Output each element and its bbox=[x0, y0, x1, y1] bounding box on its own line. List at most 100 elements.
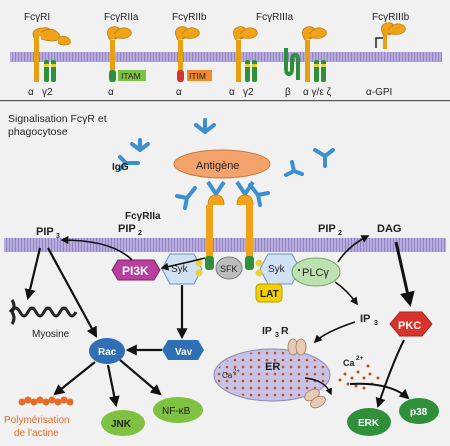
arrow-ip3-ip3r bbox=[313, 321, 356, 344]
ca-left-label: Ca bbox=[222, 371, 233, 380]
fcgr3a-alpha-gez: α γ/ε ζ bbox=[303, 87, 332, 98]
ip3-sub: 3 bbox=[374, 320, 378, 327]
receptor-fcgr3b bbox=[375, 22, 406, 49]
ip3r-suffix: R bbox=[281, 325, 289, 337]
pip2-left-label: PIP bbox=[118, 223, 136, 235]
receptor-title-fcgr1: FcγRI bbox=[24, 12, 50, 23]
receptor-title-fcgr3a: FcγRIIIa bbox=[256, 12, 294, 23]
receptor-fcgr3a bbox=[233, 26, 258, 82]
fcgr2a-receptor-right bbox=[235, 180, 255, 270]
sfk-label: SFK bbox=[220, 264, 238, 274]
section-title-line2: phagocytose bbox=[8, 126, 68, 138]
pip2-right-sub: 2 bbox=[338, 230, 342, 237]
top-membrane bbox=[10, 52, 442, 62]
ip3-label: IP bbox=[360, 313, 370, 325]
er-label: ER bbox=[265, 361, 280, 373]
pi3k-node bbox=[111, 259, 161, 281]
antigen-ellipse bbox=[173, 149, 271, 179]
fcgr2a-label: FcγRIIa bbox=[125, 211, 161, 222]
pip2-left-sub: 2 bbox=[138, 230, 142, 237]
jnk-label: JNK bbox=[111, 419, 132, 430]
arrow-ca-release bbox=[304, 377, 333, 396]
itam-box bbox=[118, 70, 146, 81]
phospho-marker bbox=[195, 269, 203, 277]
igg-label: IgG bbox=[112, 162, 129, 173]
syk-right-node bbox=[259, 253, 301, 285]
fcgr3b-alpha-gpi: α-GPI bbox=[366, 87, 392, 98]
vav-label: Vav bbox=[175, 347, 193, 358]
plcg-label: PLCγ bbox=[302, 267, 329, 279]
panel-divider bbox=[0, 100, 450, 102]
pip3-sub: 3 bbox=[56, 233, 60, 240]
fcgr2a-receptor-left bbox=[205, 180, 226, 270]
fcgr3a-gamma2: γ2 bbox=[243, 87, 254, 98]
pkc-label: PKC bbox=[398, 320, 421, 332]
actin-label-1: Polymérisation bbox=[4, 415, 70, 426]
phospho-marker bbox=[255, 259, 263, 267]
arrow-rac-nfkb bbox=[119, 359, 162, 396]
ip3r-channel-icon bbox=[287, 338, 326, 409]
fcgr1-alpha: α bbox=[28, 87, 34, 98]
ip3r-sub: 3 bbox=[275, 332, 279, 339]
p38-label: p38 bbox=[410, 407, 428, 418]
erk-node bbox=[347, 408, 391, 436]
pip2-right-label: PIP bbox=[318, 223, 336, 235]
syk-left-label: Syk bbox=[171, 264, 189, 275]
fcgr2a-alpha: α bbox=[108, 87, 114, 98]
arrow-pip3-rac bbox=[47, 247, 98, 338]
lat-node bbox=[255, 283, 283, 303]
arrow-plcg-dag bbox=[337, 235, 370, 263]
arrow-pkc-erk bbox=[375, 339, 405, 408]
pi3k-label: PI3K bbox=[122, 264, 149, 278]
antigen-label: Antigène bbox=[196, 160, 239, 172]
itim-label: ITIM bbox=[189, 71, 206, 81]
ca-left-sup: 2+ bbox=[233, 369, 240, 375]
itim-box bbox=[187, 70, 212, 81]
calcium-dots bbox=[338, 364, 380, 390]
rac-label: Rac bbox=[98, 347, 117, 358]
arrow-pip3-myosine bbox=[24, 247, 42, 301]
phospho-marker bbox=[255, 269, 263, 277]
receptor-fcgr2b bbox=[175, 26, 200, 82]
rac-node bbox=[89, 338, 125, 364]
fcgr3a-beta: β bbox=[285, 87, 291, 98]
igg-antibodies bbox=[118, 118, 335, 210]
ca-right-label: Ca bbox=[343, 358, 355, 368]
fcgr3a-alpha: α bbox=[229, 87, 235, 98]
p38-node bbox=[399, 398, 439, 424]
er-calcium-dots bbox=[216, 351, 328, 399]
myosine-icon bbox=[8, 299, 78, 325]
receptor-title-fcgr3b: FcγRIIIb bbox=[372, 12, 410, 23]
ip3r-label: IP bbox=[262, 325, 272, 337]
jnk-node bbox=[101, 410, 145, 436]
vav-node bbox=[162, 340, 204, 360]
lat-label: LAT bbox=[260, 289, 279, 300]
receptor-fcgr3a-complex bbox=[284, 26, 327, 82]
arrow-pip2-pip3 bbox=[60, 236, 133, 261]
fcgr2b-alpha: α bbox=[176, 87, 182, 98]
receptor-fcgr1 bbox=[32, 27, 71, 82]
arrow-ca-p38 bbox=[349, 382, 410, 400]
pip3-label: PIP bbox=[36, 226, 54, 238]
arrow-plcg-ip3 bbox=[334, 281, 358, 306]
receptor-fcgr2a bbox=[107, 26, 132, 82]
receptor-title-fcgr2b: FcγRIIb bbox=[172, 12, 207, 23]
arrow-dag-pkc bbox=[394, 241, 415, 307]
arrow-rac-actin bbox=[53, 361, 96, 396]
nfkb-label: NF-κB bbox=[162, 406, 191, 417]
phospho-marker bbox=[195, 259, 203, 267]
arrow-rac-jnk bbox=[106, 364, 120, 408]
receptor-title-fcgr2a: FcγRIIa bbox=[104, 12, 139, 23]
erk-label: ERK bbox=[358, 418, 380, 429]
sfk-node bbox=[215, 256, 243, 280]
plcg-node bbox=[291, 257, 341, 287]
fcgr1-gamma2: γ2 bbox=[42, 87, 53, 98]
syk-right-label: Syk bbox=[268, 264, 286, 275]
actin-label-2: de l'actine bbox=[14, 428, 59, 439]
dag-label: DAG bbox=[377, 223, 401, 235]
arrow-receptor-pi3k bbox=[160, 257, 206, 271]
section-title-line1: Signalisation FcγR et bbox=[8, 113, 107, 125]
ca-right-sup: 2+ bbox=[356, 355, 364, 362]
